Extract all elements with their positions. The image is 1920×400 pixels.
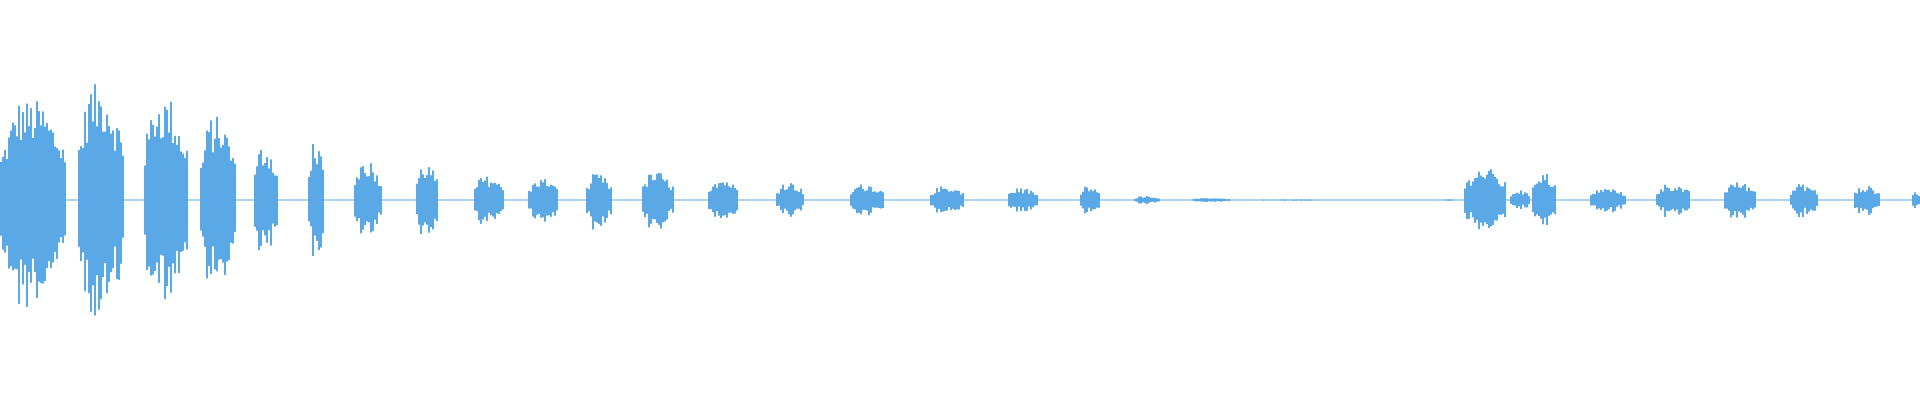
waveform-sample-group [0, 84, 1920, 316]
